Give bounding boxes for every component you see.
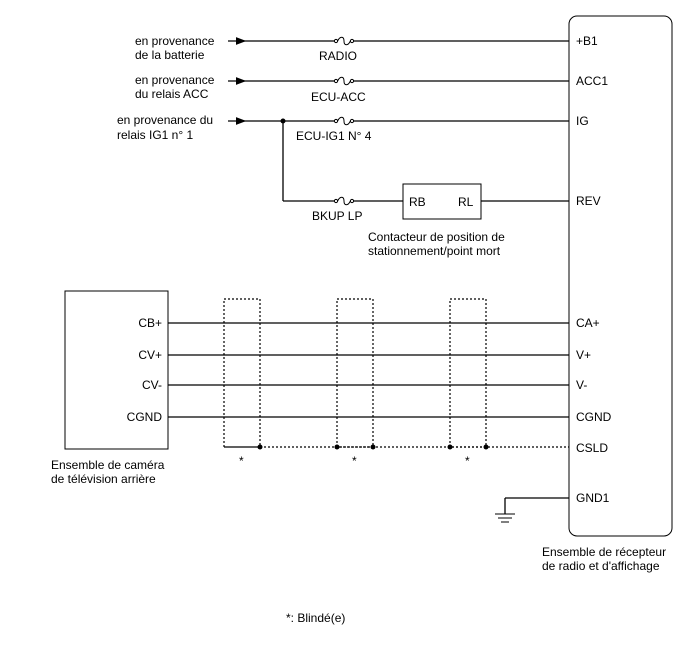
- switch-caption-line2: stationnement/point mort: [368, 244, 501, 258]
- terminal-acc1: ACC1: [576, 74, 608, 88]
- csld-junction-3: [370, 444, 376, 450]
- terminal-ca-plus: CA+: [576, 316, 600, 330]
- shield-mark-2: *: [352, 454, 357, 468]
- csld-junction-1: [257, 444, 263, 450]
- shield-2: [336, 298, 374, 448]
- terminal-csld: CSLD: [576, 441, 608, 455]
- radio-caption-line1: Ensemble de récepteur: [542, 545, 666, 559]
- source-acc-line2: du relais ACC: [135, 87, 209, 101]
- shield-1: [223, 298, 261, 448]
- terminal-rev: REV: [576, 194, 601, 208]
- radio-caption-line2: de radio et d'affichage: [542, 559, 660, 573]
- terminal-b1: +B1: [576, 34, 598, 48]
- camera-terminal-cv-minus: CV-: [142, 378, 162, 392]
- terminal-gnd1: GND1: [576, 491, 610, 505]
- shield-3: [449, 298, 487, 448]
- csld-junction-2: [334, 444, 340, 450]
- shield-mark-3: *: [465, 454, 470, 468]
- terminal-ig: IG: [576, 114, 589, 128]
- fuse-radio-label: RADIO: [319, 49, 357, 63]
- fuse-ecu-ig1-icon: [333, 116, 355, 126]
- terminal-v-minus: V-: [576, 378, 587, 392]
- source-battery-line1: en provenance: [135, 34, 215, 48]
- fuse-ecu-acc-label: ECU-ACC: [311, 90, 366, 104]
- camera-box: [64, 290, 169, 450]
- csld-junction-5: [483, 444, 489, 450]
- terminal-cgnd: CGND: [576, 410, 612, 424]
- switch-rl-label: RL: [458, 195, 474, 209]
- fuse-ecu-ig1-label: ECU-IG1 N° 4: [296, 129, 372, 143]
- shield-legend: *: Blindé(e): [286, 611, 345, 625]
- camera-caption-line2: de télévision arrière: [51, 472, 156, 486]
- park-neutral-switch-box: [402, 183, 482, 220]
- camera-caption-line1: Ensemble de caméra: [51, 458, 165, 472]
- source-battery-line2: de la batterie: [135, 48, 205, 62]
- camera-terminal-cb-plus: CB+: [138, 316, 162, 330]
- ground-icon: [495, 513, 515, 523]
- fuse-ecu-acc-icon: [333, 76, 355, 86]
- source-acc-line1: en provenance: [135, 73, 215, 87]
- source-ig1-line1: en provenance du: [117, 113, 213, 127]
- switch-caption-line1: Contacteur de position de: [368, 230, 505, 244]
- camera-terminal-cv-plus: CV+: [138, 348, 162, 362]
- fuse-bkup-lp-icon: [333, 196, 355, 206]
- fuse-radio-icon: [333, 36, 355, 46]
- shield-mark-1: *: [239, 454, 244, 468]
- csld-junction-4: [447, 444, 453, 450]
- terminal-v-plus: V+: [576, 348, 591, 362]
- source-ig1-line2: relais IG1 n° 1: [117, 128, 193, 142]
- camera-terminal-cgnd: CGND: [127, 410, 163, 424]
- fuse-bkup-lp-label: BKUP LP: [312, 209, 362, 223]
- switch-rb-label: RB: [409, 195, 426, 209]
- radio-receiver-box: [568, 15, 673, 537]
